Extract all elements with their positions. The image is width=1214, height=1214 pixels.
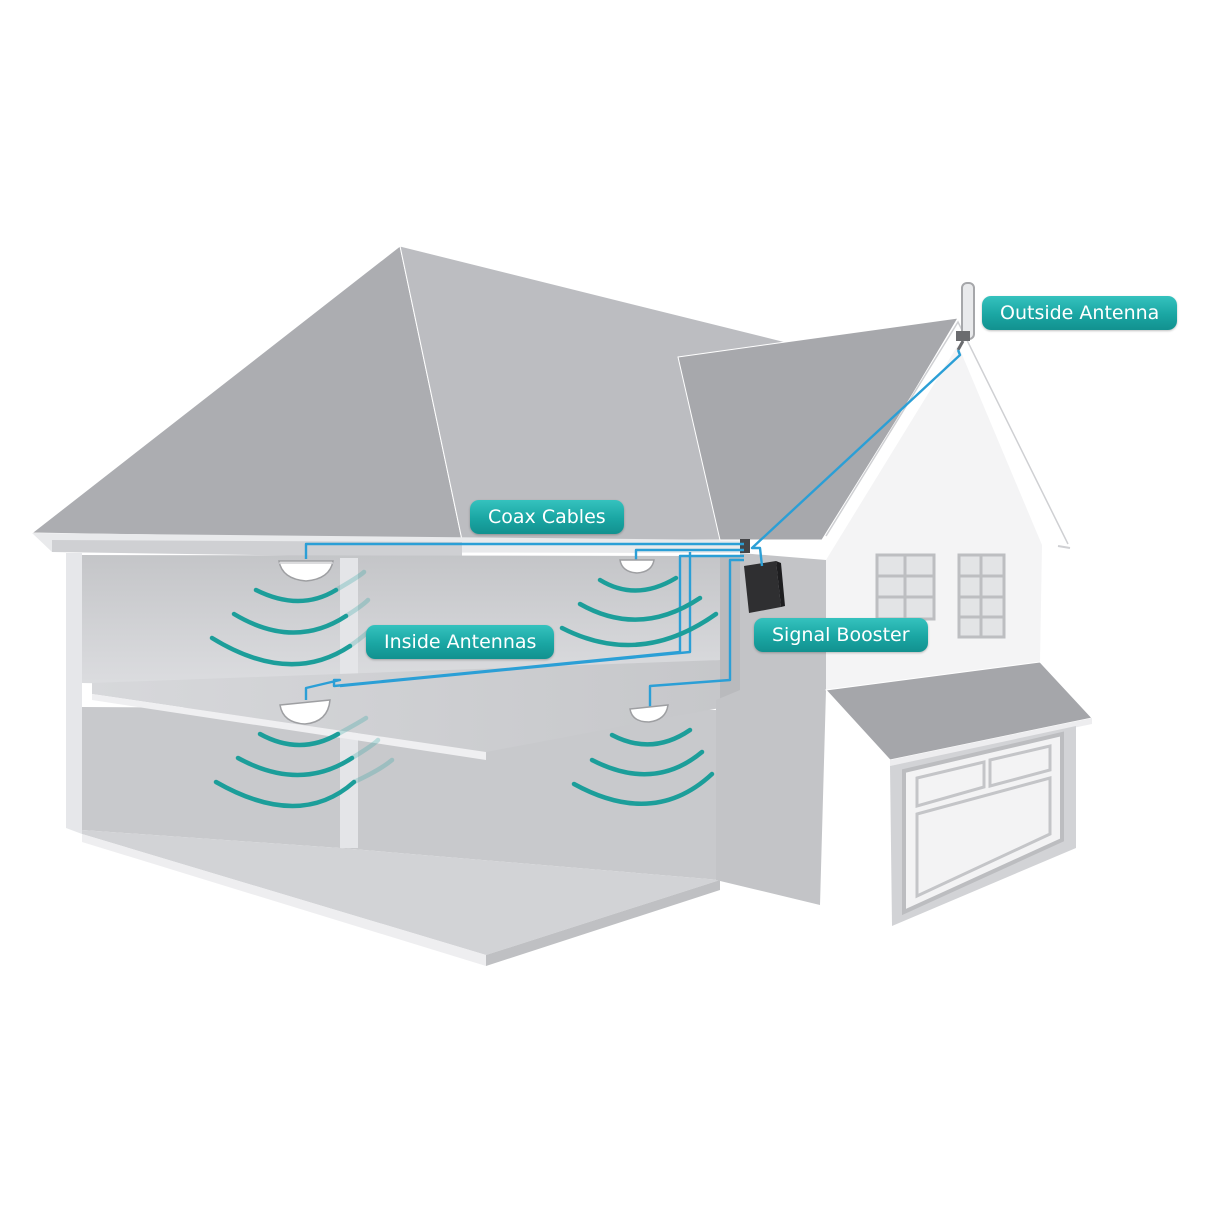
middle-floor-edge xyxy=(92,694,486,760)
waves-lower-right xyxy=(571,727,715,806)
inside-antennas-label: Inside Antennas xyxy=(366,625,555,659)
waves-upper-right xyxy=(559,575,719,648)
main-roof-left xyxy=(30,245,463,541)
signal-booster-label: Signal Booster xyxy=(754,618,928,652)
outside-antenna xyxy=(956,282,975,351)
inside-antenna-upper-left xyxy=(278,560,334,582)
inside-antenna-upper-right xyxy=(619,559,655,574)
cable-attic-run xyxy=(304,542,744,559)
left-wall-cut xyxy=(66,553,82,834)
cable-middle-run xyxy=(339,552,692,688)
ground-floor-right-edge xyxy=(486,880,720,966)
middle-floor xyxy=(92,660,720,752)
signal-booster xyxy=(740,539,785,613)
coax-cables-label: Coax Cables xyxy=(470,500,624,534)
upper-window-right xyxy=(957,553,1006,639)
side-wing xyxy=(677,317,1093,926)
waves-lower-left xyxy=(213,715,395,809)
cable-lower-right-antenna xyxy=(648,558,744,708)
garage-door xyxy=(902,731,1064,916)
coax-cables xyxy=(304,349,962,708)
gable-trim xyxy=(821,319,1069,551)
lower-back-wall xyxy=(82,707,720,880)
main-house xyxy=(30,245,791,966)
inside-antenna-lower-left xyxy=(279,699,331,725)
ground-floor-edge xyxy=(82,834,486,966)
inside-antenna-lower-right xyxy=(629,704,669,723)
garage-roof-edge xyxy=(890,718,1092,766)
cable-upper-right-antenna xyxy=(634,548,744,562)
outside-antenna-label: Outside Antenna xyxy=(982,296,1178,330)
upper-partition xyxy=(340,558,358,686)
ground-floor xyxy=(82,830,720,955)
cable-outside-to-booster xyxy=(750,349,962,567)
upper-window-left xyxy=(875,553,936,621)
gable-trim-edge xyxy=(825,320,1069,545)
cable-lower-left-antenna xyxy=(304,554,744,700)
waves-upper-left xyxy=(209,569,373,667)
